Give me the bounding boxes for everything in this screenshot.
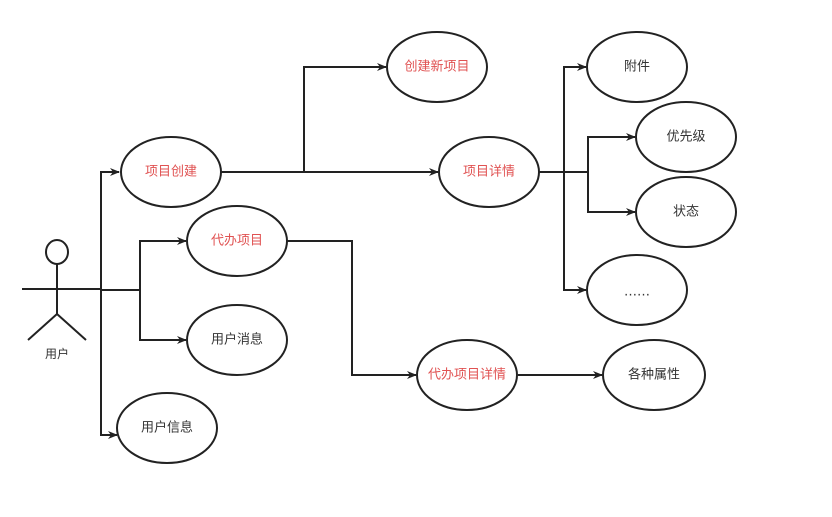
edge-detail-to-attachment — [563, 63, 587, 172]
edge-todo-to-todo-detail — [287, 240, 417, 379]
label-todo-project-detail: 代办项目详情 — [428, 368, 506, 383]
label-priority: 优先级 — [666, 130, 705, 145]
edge-detail-to-status — [587, 172, 636, 216]
edge-detail-to-priority — [587, 133, 636, 172]
node-labels: 项目创建 创建新项目 项目详情 附件 优先级 状态 …… 代办项目 用户消息 代… — [141, 59, 706, 436]
node-more — [586, 254, 688, 326]
edge-user-to-todo-project — [101, 237, 187, 291]
node-project-create — [120, 136, 222, 208]
node-attachment — [586, 31, 688, 103]
label-attachment: 附件 — [624, 60, 650, 75]
actor-head — [45, 239, 69, 265]
actor-left-leg — [27, 313, 58, 341]
node-attributes — [602, 339, 706, 411]
edge-user-to-project-create — [92, 168, 120, 290]
edge-user-to-user-info — [100, 289, 118, 439]
label-todo-project: 代办项目 — [211, 234, 263, 249]
label-attributes: 各种属性 — [628, 367, 680, 383]
actor-label: 用户 — [45, 346, 69, 361]
edge-user-to-user-message — [139, 290, 187, 344]
use-case-nodes — [116, 31, 737, 464]
node-user-info — [116, 392, 218, 464]
label-user-message: 用户消息 — [211, 332, 263, 348]
label-project-create: 项目创建 — [145, 165, 197, 180]
node-project-detail — [438, 136, 540, 208]
node-user-message — [186, 304, 288, 376]
node-todo-project — [186, 205, 288, 277]
label-create-new-project: 创建新项目 — [404, 59, 469, 75]
label-more: …… — [624, 285, 650, 300]
actor-user — [22, 239, 92, 341]
node-status — [635, 176, 737, 248]
node-create-new-project — [386, 31, 488, 103]
label-status: 状态 — [673, 205, 699, 220]
label-project-detail: 项目详情 — [463, 165, 515, 180]
actor-right-leg — [56, 313, 87, 341]
node-todo-project-detail — [416, 339, 518, 411]
connectors — [92, 63, 636, 439]
edge-detail-to-more — [563, 172, 587, 294]
node-priority — [635, 101, 737, 173]
label-user-info: 用户信息 — [141, 420, 193, 436]
edge-project-create-to-new — [303, 63, 387, 172]
